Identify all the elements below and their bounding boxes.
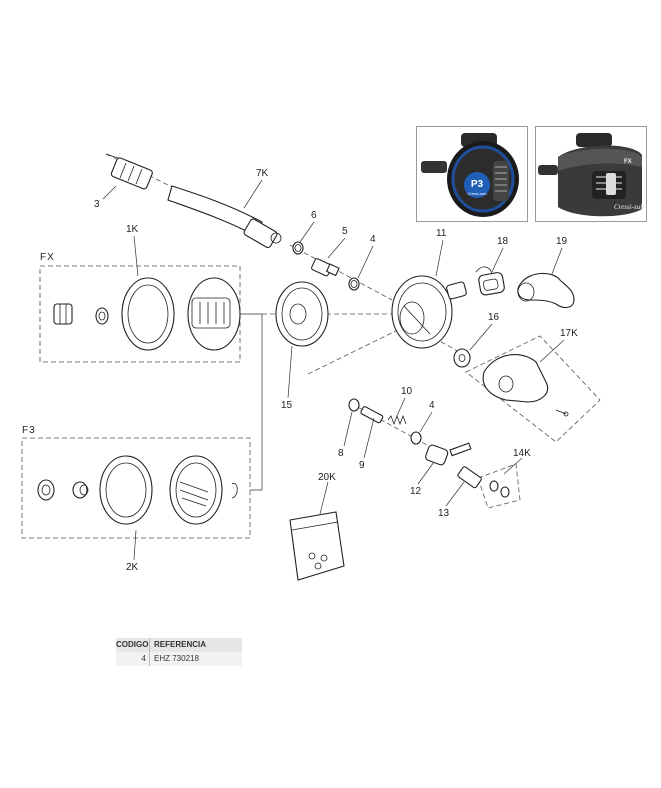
cell-code: 4	[116, 652, 150, 666]
fx-front-ring	[121, 277, 175, 351]
part-14k-nut-set	[489, 480, 510, 498]
label-4-bottom: 4	[429, 400, 435, 411]
label-12: 12	[410, 486, 422, 497]
part-13-adjuster	[457, 466, 482, 489]
label-15: 15	[281, 400, 293, 411]
f3-small-part	[72, 481, 89, 499]
group-label-f3: F3	[22, 425, 36, 436]
label-7k: 7K	[256, 168, 269, 179]
header-referencia: REFERENCIA	[154, 640, 207, 649]
part-labels: 3 7K 6 5 4 11 18 19 1K 16 17K 15 10 4 8 …	[22, 168, 578, 573]
label-5: 5	[342, 226, 348, 237]
label-leaders	[102, 179, 565, 561]
regulator-p3-image: P3 Cressi-sub	[417, 127, 527, 221]
part-16-exhaust-valve	[453, 348, 471, 368]
fx-badge-text: FX	[624, 159, 632, 165]
fx-small-part	[95, 307, 109, 325]
label-19: 19	[556, 236, 568, 247]
part-7k-hose	[167, 185, 282, 249]
part-4-oring-top	[348, 277, 360, 291]
part-19-mouthpiece	[517, 272, 575, 309]
reference-table: CODIGO REFERENCIA 4 EHZ 730218	[116, 638, 242, 666]
part-15-diaphragm	[275, 281, 329, 347]
label-10: 10	[401, 386, 413, 397]
part-8-seat	[348, 398, 360, 412]
label-3: 3	[94, 199, 100, 210]
part-5-fitting	[311, 258, 340, 277]
regulator-fx-image: FX Cressi-sub	[536, 127, 646, 221]
f3-clip	[231, 482, 238, 499]
p3-badge-text: P3	[471, 179, 484, 190]
group-box-f3	[21, 437, 251, 539]
label-18: 18	[497, 236, 509, 247]
label-4-top: 4	[370, 234, 376, 245]
header-codigo: CODIGO	[116, 638, 150, 652]
group-label-fx: FX	[40, 252, 55, 263]
product-photo-fx: FX Cressi-sub	[535, 126, 647, 222]
label-17k: 17K	[560, 328, 578, 339]
label-16: 16	[488, 312, 500, 323]
table-row: 4 EHZ 730218	[116, 652, 242, 666]
label-8: 8	[338, 448, 344, 459]
f3-front-ring	[99, 455, 153, 525]
part-12-lever	[425, 442, 472, 466]
label-9: 9	[359, 460, 365, 471]
part-20k-service-bag	[289, 511, 345, 581]
part-3-hose-fitting	[105, 153, 153, 190]
label-20k: 20K	[318, 472, 336, 483]
label-6: 6	[311, 210, 317, 221]
label-1k: 1K	[126, 224, 139, 235]
label-11: 11	[436, 228, 447, 239]
label-2k: 2K	[126, 562, 139, 573]
part-6-oring	[292, 241, 304, 255]
part-11-regulator-body	[391, 275, 467, 349]
cell-reference: EHZ 730218	[154, 654, 199, 663]
f3-knob	[37, 479, 55, 501]
part-10-spring	[387, 414, 407, 426]
group-box-17k	[465, 335, 601, 443]
product-photo-p3: P3 Cressi-sub	[416, 126, 528, 222]
fx-front-cover	[187, 277, 241, 351]
part-9-valve-stem	[360, 406, 384, 424]
fx-brand-text: Cressi-sub	[614, 203, 644, 211]
label-13: 13	[438, 508, 450, 519]
fx-knob	[53, 303, 73, 325]
label-14k: 14K	[513, 448, 531, 459]
f3-front-cover	[169, 455, 223, 525]
part-18-clamp	[475, 266, 505, 296]
reference-table-header: CODIGO REFERENCIA	[116, 638, 242, 652]
part-17k-exhaust-cover	[482, 354, 569, 417]
group-box-14k	[477, 463, 521, 509]
part-4-oring-bottom	[410, 431, 422, 445]
p3-badge-subtext: Cressi-sub	[467, 191, 487, 196]
